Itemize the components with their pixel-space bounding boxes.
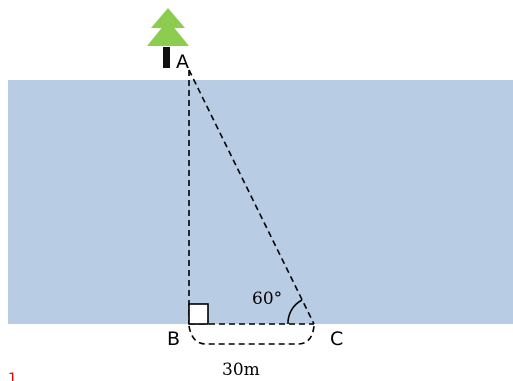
distance-label: 30m xyxy=(222,360,260,380)
right-angle-marker xyxy=(188,303,209,325)
point-label-b: B xyxy=(167,328,180,350)
line-ac xyxy=(188,69,315,325)
corner-marker: 1 xyxy=(8,371,17,381)
distance-brace xyxy=(188,325,315,345)
river-band xyxy=(8,80,513,324)
point-label-a: A xyxy=(176,51,189,73)
tree-icon xyxy=(147,8,189,68)
point-label-c: C xyxy=(330,328,343,350)
angle-label: 60° xyxy=(252,289,282,309)
angle-arc xyxy=(287,299,303,325)
